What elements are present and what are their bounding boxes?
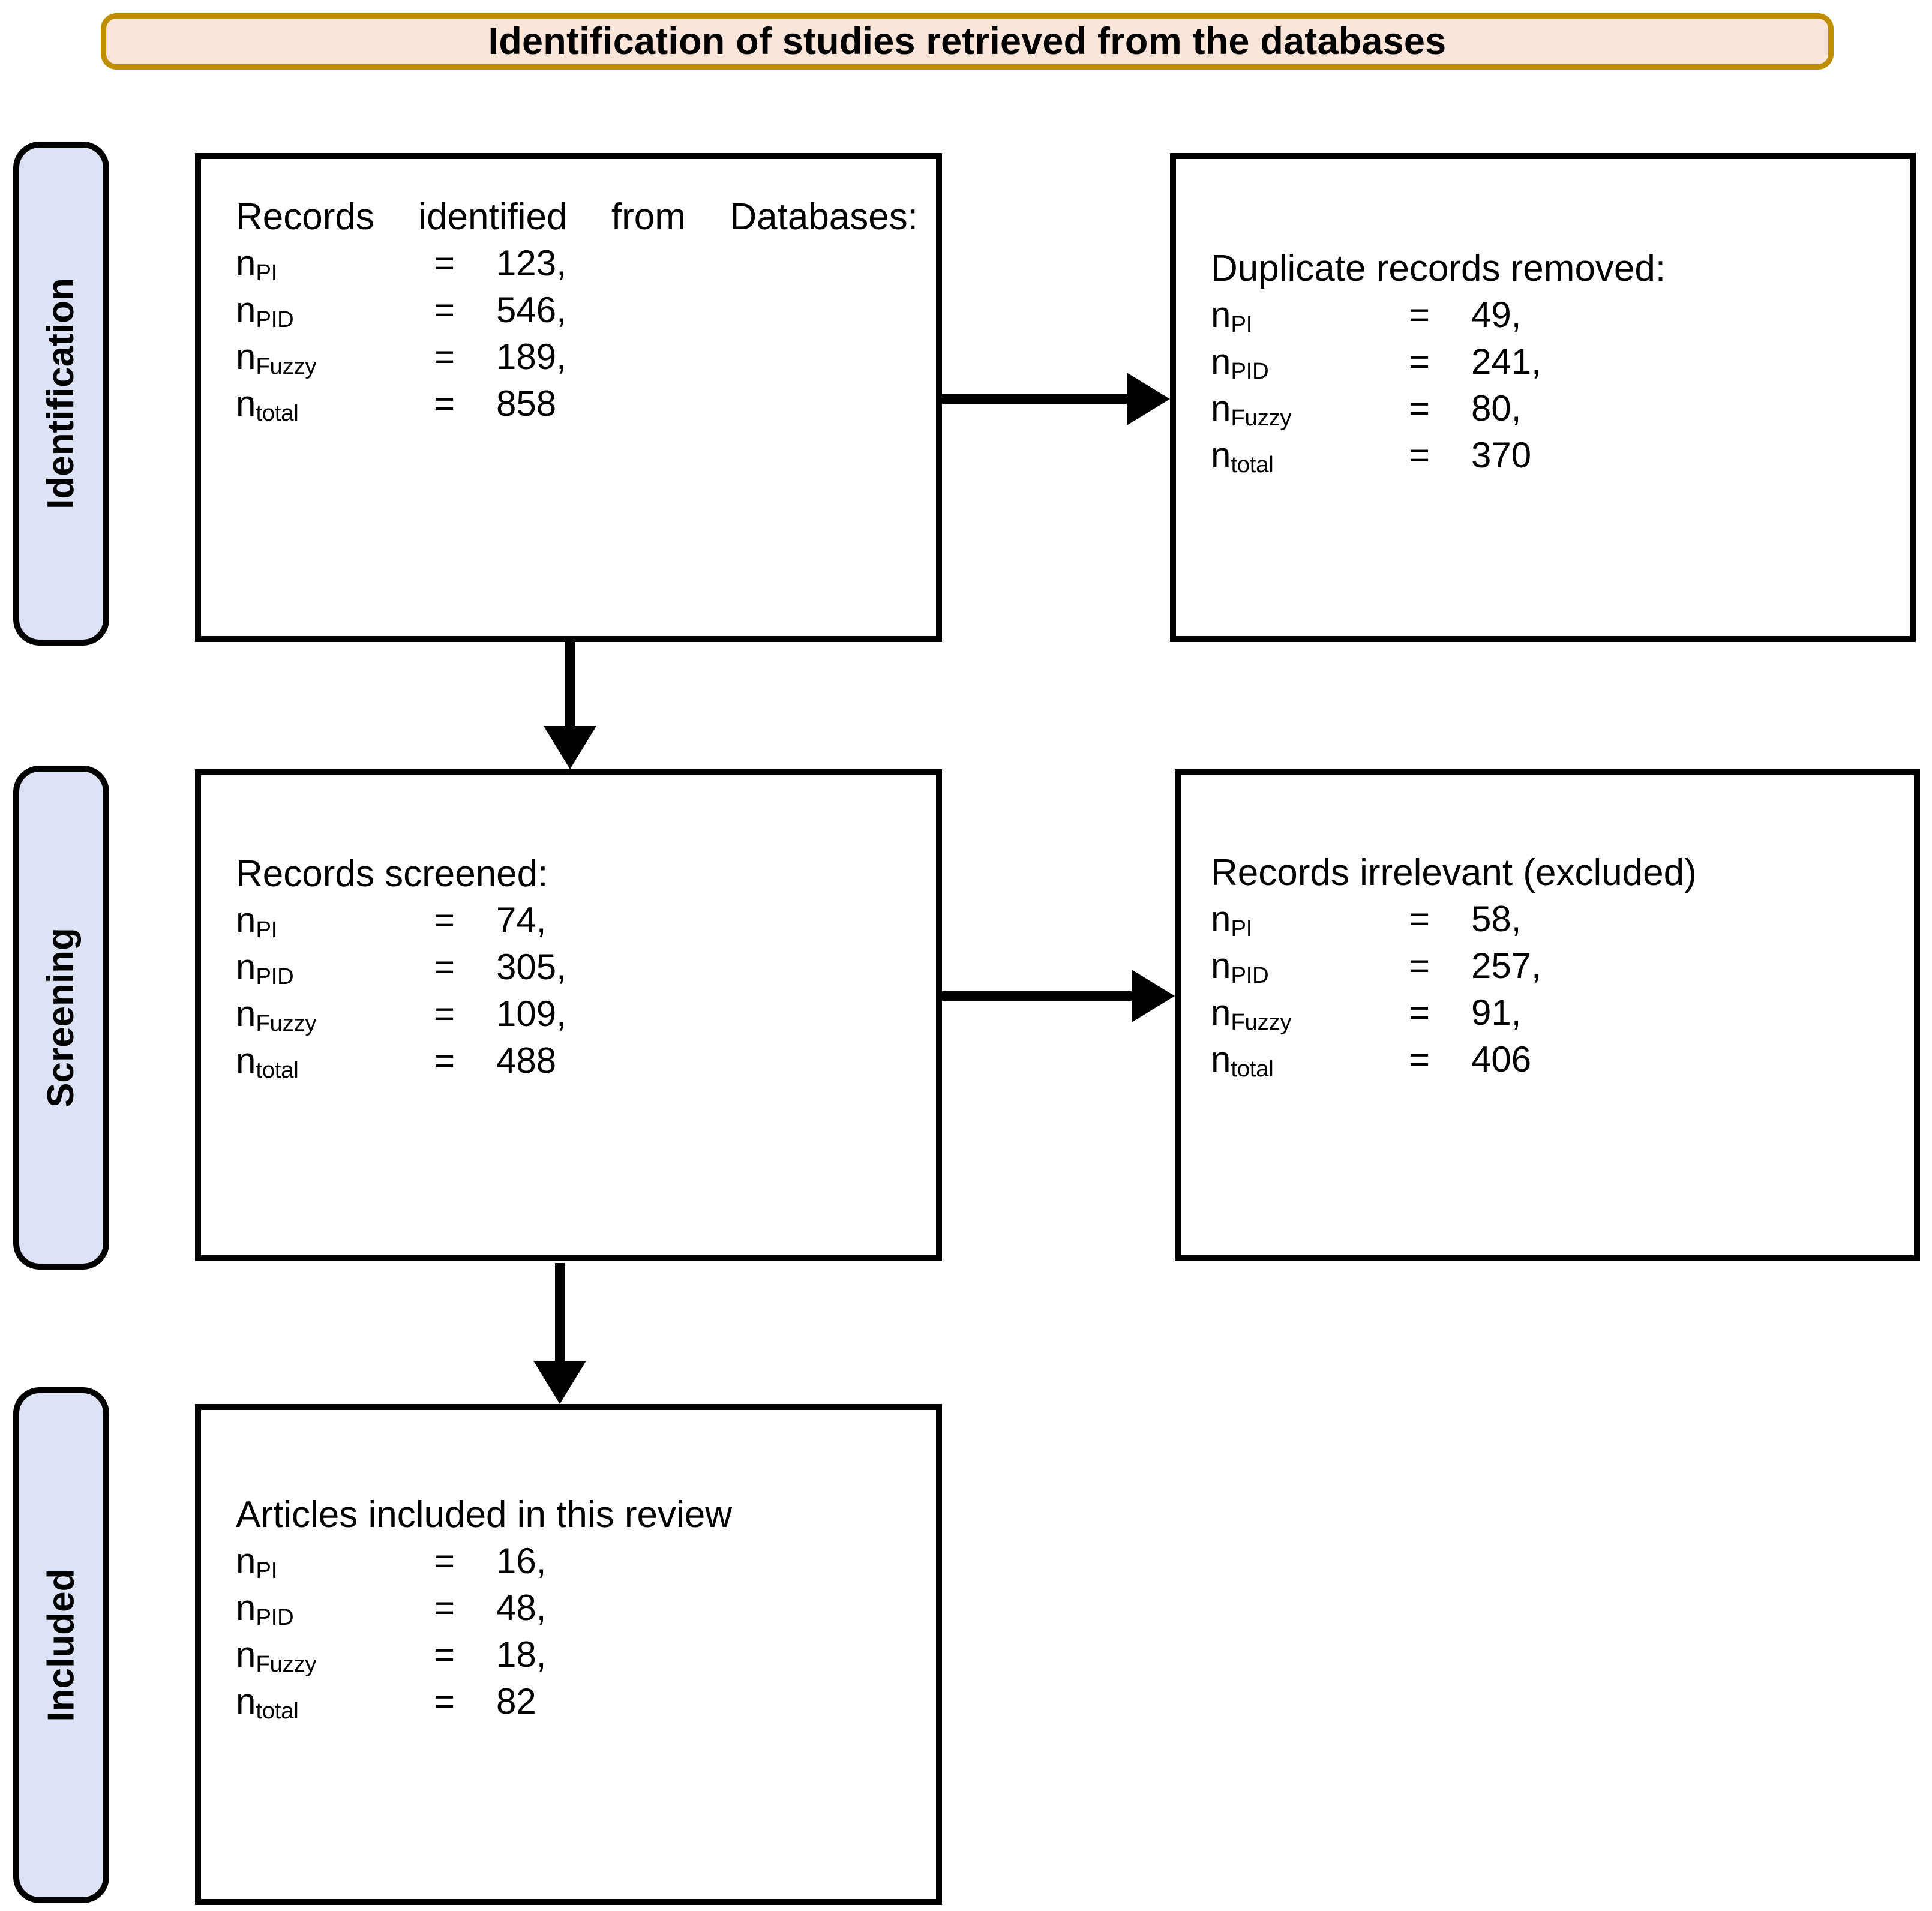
stat-label-fuzzy: nFuzzy — [1211, 992, 1292, 1035]
stage-label-identification-text: Identification — [40, 278, 82, 509]
flow-box-records-excluded: Records irrelevant (excluded) nPI = 58, … — [1175, 769, 1920, 1261]
stat-value-fuzzy: 91, — [1471, 992, 1522, 1033]
page-title: Identification of studies retrieved from… — [488, 20, 1447, 62]
stat-eq-pid: = — [434, 1588, 455, 1628]
stat-eq-fuzzy: = — [434, 337, 455, 377]
stat-rows: nPI = 16, nPID = 48, nFuzzy = 18, ntotal… — [236, 1538, 918, 1725]
stat-label-pid: nPID — [236, 1588, 294, 1630]
stat-label-pid: nPID — [1211, 341, 1269, 384]
stat-label-pid: nPID — [236, 947, 294, 989]
stat-label-pi: nPI — [236, 1541, 278, 1583]
stat-label-total: ntotal — [1211, 1039, 1274, 1082]
stat-value-pi: 49, — [1471, 295, 1522, 335]
flow-box-title: Records irrelevant (excluded) — [1211, 852, 1697, 893]
flow-box-records-screened: Records screened: nPI = 74, nPID = 305, … — [195, 769, 942, 1261]
stage-label-included: Included — [13, 1387, 109, 1903]
stat-value-total: 82 — [496, 1681, 536, 1722]
stat-rows: nPI = 58, nPID = 257, nFuzzy = 91, ntota… — [1211, 896, 1896, 1083]
stat-eq-total: = — [434, 1681, 455, 1722]
flow-box-title: Duplicate records removed: — [1211, 248, 1666, 289]
stat-value-pid: 305, — [496, 947, 566, 988]
arrow-head — [1127, 373, 1170, 425]
stat-eq-fuzzy: = — [434, 994, 455, 1034]
arrow-head — [533, 1361, 586, 1404]
stat-value-total: 406 — [1471, 1039, 1532, 1080]
stat-label-pi: nPI — [1211, 899, 1253, 941]
stat-value-pid: 546, — [496, 290, 566, 331]
stat-label-pid: nPID — [1211, 946, 1269, 988]
arrow-shaft — [555, 1263, 565, 1361]
stat-value-pid: 241, — [1471, 341, 1541, 382]
stat-value-pid: 257, — [1471, 946, 1541, 986]
stat-label-total: ntotal — [236, 1681, 299, 1724]
stat-value-pi: 74, — [496, 900, 547, 941]
stat-rows: nPI = 49, nPID = 241, nFuzzy = 80, ntota… — [1211, 292, 1892, 479]
stat-value-pi: 123, — [496, 243, 566, 284]
stat-eq-total: = — [434, 383, 455, 424]
stage-label-identification: Identification — [13, 142, 109, 646]
stat-value-fuzzy: 80, — [1471, 388, 1522, 429]
stat-eq-pi: = — [434, 900, 455, 941]
stat-value-pi: 16, — [496, 1541, 547, 1582]
stat-label-total: ntotal — [236, 383, 299, 426]
stage-label-included-text: Included — [40, 1568, 82, 1722]
flow-box-title: Articles included in this review — [236, 1494, 733, 1535]
stat-label-pi: nPI — [1211, 295, 1253, 337]
stat-value-total: 488 — [496, 1040, 557, 1081]
arrow-right-identified-to-duplicates-icon — [941, 372, 1170, 426]
stat-value-fuzzy: 109, — [496, 994, 566, 1034]
stat-eq-pi: = — [1409, 295, 1430, 335]
stat-label-pi: nPI — [236, 243, 278, 286]
stat-value-pi: 58, — [1471, 899, 1522, 940]
stat-eq-pi: = — [1409, 899, 1430, 940]
stat-eq-pi: = — [434, 1541, 455, 1582]
stat-label-total: ntotal — [1211, 435, 1274, 478]
arrow-shaft — [941, 394, 1127, 404]
arrow-head — [544, 726, 596, 769]
stat-value-total: 370 — [1471, 435, 1532, 476]
arrow-down-screened-to-included-icon — [533, 1263, 587, 1404]
stat-eq-fuzzy: = — [1409, 388, 1430, 429]
flow-box-title: Records identified from Databases: — [236, 196, 918, 238]
stat-eq-pi: = — [434, 243, 455, 284]
stat-value-total: 858 — [496, 383, 557, 424]
stat-eq-pid: = — [434, 290, 455, 331]
stat-label-fuzzy: nFuzzy — [236, 337, 317, 379]
stat-label-fuzzy: nFuzzy — [1211, 388, 1292, 431]
stat-label-total: ntotal — [236, 1040, 299, 1083]
diagram-header-banner: Identification of studies retrieved from… — [101, 13, 1834, 70]
stat-label-pid: nPID — [236, 290, 294, 332]
stat-label-fuzzy: nFuzzy — [236, 994, 317, 1036]
stat-label-pi: nPI — [236, 900, 278, 943]
stat-rows: nPI = 123, nPID = 546, nFuzzy = 189, nto… — [236, 240, 918, 427]
flow-box-records-identified: Records identified from Databases: nPI =… — [195, 153, 942, 642]
stat-rows: nPI = 74, nPID = 305, nFuzzy = 109, ntot… — [236, 897, 918, 1084]
stat-eq-total: = — [1409, 1039, 1430, 1080]
stage-label-screening: Screening — [13, 766, 109, 1270]
arrow-shaft — [941, 991, 1132, 1001]
arrow-head — [1132, 970, 1175, 1022]
arrow-down-identified-to-screened-icon — [543, 642, 597, 769]
flow-box-title: Records screened: — [236, 853, 548, 895]
stat-eq-pid: = — [1409, 341, 1430, 382]
flow-box-duplicate-records-removed: Duplicate records removed: nPI = 49, nPI… — [1170, 153, 1916, 642]
stat-eq-fuzzy: = — [1409, 992, 1430, 1033]
stage-label-screening-text: Screening — [40, 928, 82, 1108]
stat-eq-total: = — [434, 1040, 455, 1081]
stat-eq-pid: = — [1409, 946, 1430, 986]
stat-value-pid: 48, — [496, 1588, 547, 1628]
stat-eq-pid: = — [434, 947, 455, 988]
flow-box-articles-included: Articles included in this review nPI = 1… — [195, 1404, 942, 1905]
arrow-right-screened-to-excluded-icon — [941, 969, 1175, 1023]
stat-value-fuzzy: 189, — [496, 337, 566, 377]
stat-value-fuzzy: 18, — [496, 1634, 547, 1675]
stat-label-fuzzy: nFuzzy — [236, 1634, 317, 1677]
stat-eq-total: = — [1409, 435, 1430, 476]
stat-eq-fuzzy: = — [434, 1634, 455, 1675]
arrow-shaft — [565, 642, 575, 726]
